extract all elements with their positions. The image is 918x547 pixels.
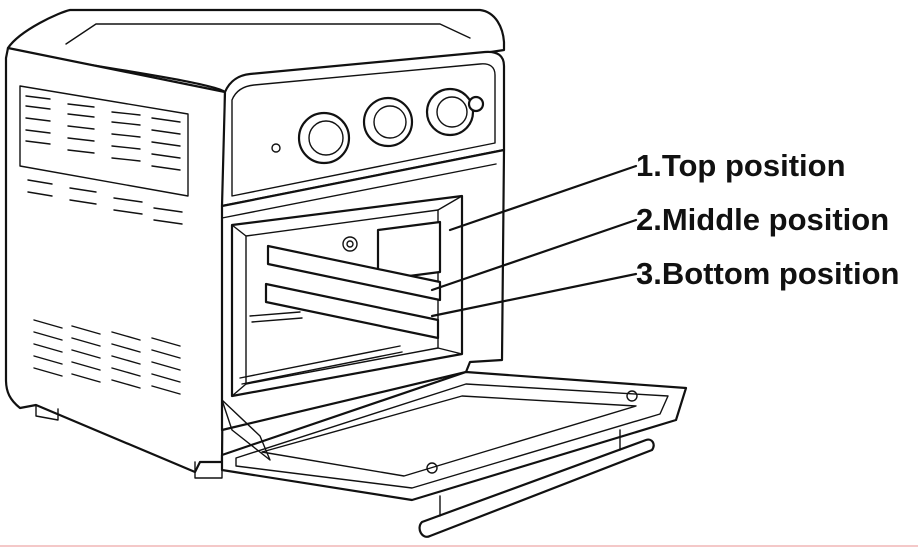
leader-line-middle — [430, 218, 638, 292]
open-door — [220, 370, 688, 538]
label-middle-position: 2.Middle position — [636, 202, 889, 237]
label-top-position: 1.Top position — [636, 148, 846, 183]
oven-cavity — [230, 194, 464, 398]
indicator-light — [271, 143, 281, 153]
callouts: 1.Top position 2.Middle position 3.Botto… — [430, 148, 899, 318]
knob-right — [425, 87, 475, 137]
bottom-border — [0, 545, 918, 547]
middle-rack-rail — [266, 244, 442, 302]
knob-middle — [362, 96, 414, 148]
power-indicator — [467, 95, 485, 113]
leader-line-bottom — [430, 272, 638, 318]
top-rack-rail — [376, 220, 442, 282]
bottom-rack-rail — [264, 282, 440, 340]
leader-line-top — [448, 164, 638, 232]
side-vents — [19, 85, 189, 395]
control-knobs — [271, 87, 485, 165]
label-bottom-position: 3.Bottom position — [636, 256, 899, 291]
door-handle — [418, 438, 655, 538]
